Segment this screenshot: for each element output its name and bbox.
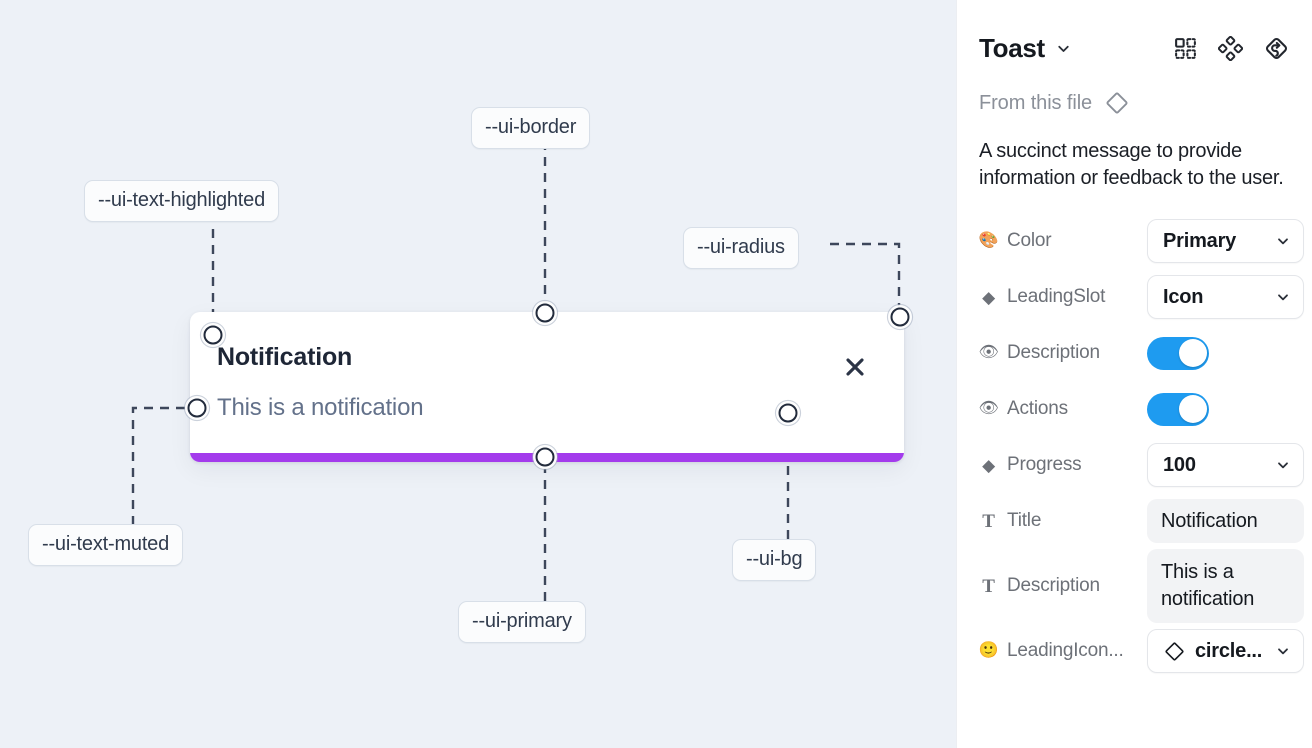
diamond-outline-icon [1163,640,1186,663]
variants-grid-icon[interactable] [1173,36,1198,61]
property-label-title: T Title [979,510,1147,532]
properties-panel: Toast [956,0,1312,748]
token-label-ui-text-muted[interactable]: --ui-text-muted [28,524,184,566]
property-row-leadingicon: 🙂 LeadingIcon... circle... [979,623,1304,679]
anchor-handle-bg[interactable] [778,403,798,423]
property-row-color: 🎨 Color Primary [979,213,1304,269]
token-label-ui-primary[interactable]: --ui-primary [458,601,586,643]
title-input[interactable]: Notification [1147,499,1304,544]
eye-emoji-icon: 👁 [979,344,999,362]
text-type-icon: T [982,575,995,597]
smiley-emoji-icon: 🙂 [979,642,999,660]
chevron-down-icon [1275,233,1291,249]
toast-title: Notification [217,343,353,371]
property-row-title: T Title Notification [979,493,1304,549]
leadingicon-select[interactable]: circle... [1147,629,1304,674]
property-row-leadingslot: ◆ LeadingSlot Icon [979,269,1304,325]
anchor-handle-text-muted[interactable] [187,398,207,418]
property-name: Actions [1007,398,1068,420]
anchor-handle-text-highlighted[interactable] [203,325,223,345]
property-name: Progress [1007,454,1082,476]
color-select-value: Primary [1163,229,1237,252]
diamond-icon: ◆ [982,455,995,475]
component-description: A succinct message to provide informatio… [979,140,1284,189]
property-row-description-toggle: 👁 Description [979,325,1290,381]
property-name: Description [1007,575,1100,597]
color-select[interactable]: Primary [1147,219,1304,264]
property-name: LeadingIcon... [1007,640,1124,662]
property-row-actions-toggle: 👁 Actions [979,381,1290,437]
property-label-color: 🎨 Color [979,230,1147,252]
toast-description: This is a notification [217,394,424,421]
property-name: LeadingSlot [1007,286,1106,308]
eye-emoji-icon: 👁 [979,400,999,418]
actions-toggle[interactable] [1147,392,1209,426]
toggle-knob [1178,395,1207,424]
close-x-icon[interactable] [842,354,868,380]
leadingslot-select-value: Icon [1163,285,1204,308]
chevron-down-icon [1275,643,1291,659]
leadingicon-select-value: circle... [1195,639,1263,662]
chevron-down-icon[interactable] [1055,40,1072,57]
property-label-description-text: T Description [979,575,1147,597]
token-label-ui-radius[interactable]: --ui-radius [683,227,799,269]
token-label-ui-bg[interactable]: --ui-bg [732,539,817,581]
anchor-handle-border[interactable] [535,303,555,323]
palette-emoji-icon: 🎨 [979,232,999,250]
page-title: Toast [979,32,1045,63]
progress-select-value: 100 [1163,453,1196,476]
progress-select[interactable]: 100 [1147,443,1304,488]
toggle-knob [1178,339,1207,368]
component-diamonds-icon[interactable] [1218,35,1243,61]
design-canvas[interactable]: Notification This is a notification --ui… [0,0,956,748]
property-name: Description [1007,342,1100,364]
panel-header: Toast [979,0,1290,96]
from-this-file-label: From this file [979,91,1093,114]
from-this-file[interactable]: From this file [979,90,1290,116]
diamond-outline-icon [1104,90,1130,116]
property-label-description: 👁 Description [979,342,1147,364]
property-label-leadingslot: ◆ LeadingSlot [979,286,1147,308]
anchor-handle-primary[interactable] [535,447,555,467]
chevron-down-icon [1275,457,1291,473]
diamond-icon: ◆ [982,287,995,307]
leadingslot-select[interactable]: Icon [1147,275,1304,320]
reset-instance-icon[interactable] [1263,35,1290,62]
token-label-ui-text-highlighted[interactable]: --ui-text-highlighted [84,180,279,222]
property-label-actions: 👁 Actions [979,398,1147,420]
anchor-handle-radius[interactable] [890,307,910,327]
chevron-down-icon [1275,289,1291,305]
text-type-icon: T [982,510,995,532]
property-list: 🎨 Color Primary ◆ LeadingSlot [979,213,1304,679]
property-label-progress: ◆ Progress [979,454,1147,476]
property-row-progress: ◆ Progress 100 [979,437,1304,493]
property-label-leadingicon: 🙂 LeadingIcon... [979,640,1147,662]
description-toggle[interactable] [1147,336,1209,370]
token-label-ui-border[interactable]: --ui-border [471,107,591,149]
description-input[interactable]: This is a notification [1147,549,1304,624]
property-name: Color [1007,230,1052,252]
panel-header-actions [1173,35,1290,62]
property-name: Title [1007,510,1042,532]
toast-preview-card[interactable]: Notification This is a notification [190,312,904,462]
property-row-description-text: T Description This is a notification [979,549,1304,624]
